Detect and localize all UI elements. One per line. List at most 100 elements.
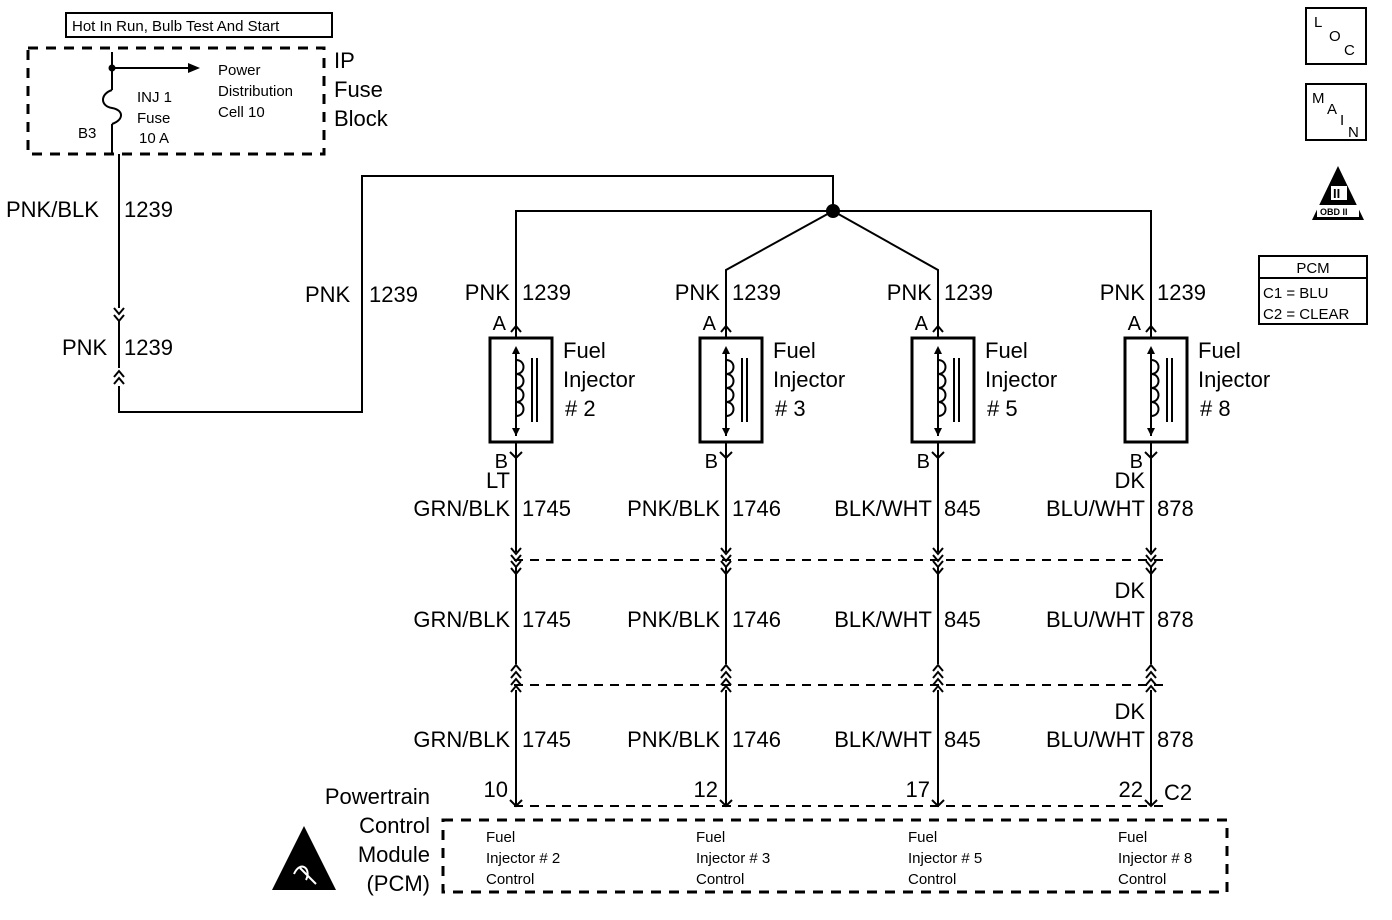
injector-name-2: Injector (773, 367, 845, 392)
injector-supply-circuit: 1239 (944, 280, 993, 305)
injector-name-3: # 2 (565, 396, 596, 421)
control-wire-circuit: 845 (944, 607, 981, 632)
control-wire-circuit: 878 (1157, 607, 1194, 632)
control-wire-color: BLK/WHT (834, 727, 932, 752)
connector-icon (720, 664, 732, 679)
obd-ii-icon[interactable]: II OBD II (1312, 166, 1364, 220)
control-wire-color: BLK/WHT (834, 607, 932, 632)
pcm-connector-label: C2 (1164, 780, 1192, 805)
svg-text:M: M (1312, 90, 1325, 107)
injector-pin-a: A (1128, 313, 1142, 335)
control-wire-color: BLK/WHT (834, 496, 932, 521)
pcm-pin-number: 12 (694, 777, 718, 802)
pcm-pin-number: 17 (906, 777, 930, 802)
control-wire-circuit: 1746 (732, 727, 781, 752)
pcm-pin-number: 10 (484, 777, 508, 802)
feed-w2-color: PNK (62, 335, 108, 360)
svg-text:II: II (1333, 186, 1340, 201)
pcm-frame (441, 818, 1229, 894)
injector-name-1: Fuel (773, 338, 816, 363)
pcm-label-2: Control (359, 813, 430, 838)
fuse-block-frame (26, 46, 326, 156)
power-label-2: Distribution (218, 83, 293, 100)
fuel-injector-body (1123, 336, 1189, 444)
feed-w1-color: PNK/BLK (6, 197, 99, 222)
control-wire-circuit: 878 (1157, 727, 1194, 752)
pin-b-connector-icon (719, 451, 733, 460)
feed-w3-color: PNK (305, 282, 351, 307)
feed-w1-circuit: 1239 (124, 197, 173, 222)
feed-w2-circuit: 1239 (124, 335, 173, 360)
injector-pin-a: A (915, 313, 929, 335)
injector-supply-color: PNK (1100, 280, 1146, 305)
loc-icon[interactable]: L O C (1305, 7, 1367, 65)
injector-name-3: # 3 (775, 396, 806, 421)
svg-text:A: A (1327, 101, 1337, 118)
connector-icon (113, 370, 125, 385)
control-wire-prefix: DK (1114, 699, 1145, 724)
pcm-pin-number: 22 (1119, 777, 1143, 802)
svg-text:N: N (1348, 124, 1359, 141)
svg-text:O: O (1329, 28, 1341, 45)
pcm-control-label-3: Control (1118, 871, 1166, 888)
control-wire-prefix: DK (1114, 468, 1145, 493)
injector-pin-b: B (917, 451, 930, 473)
injector-name-3: # 8 (1200, 396, 1231, 421)
injector-pin-b: B (1130, 451, 1143, 473)
pcm-control-label-1: Fuel (908, 829, 937, 846)
pcm-control-label-1: Fuel (696, 829, 725, 846)
fuel-injector-body (910, 336, 976, 444)
feed-w3-circuit: 1239 (369, 282, 418, 307)
injector-pin-a: A (493, 313, 507, 335)
pcm-control-label-2: Injector # 5 (908, 850, 982, 867)
solenoid-coil-icon (725, 359, 735, 417)
connector-icon (932, 664, 944, 679)
pin-b-connector-icon (931, 451, 945, 460)
pcm-label-4: (PCM) (366, 871, 430, 896)
control-wire-circuit: 845 (944, 727, 981, 752)
fuse-block-title-3: Block (334, 106, 389, 131)
solenoid-coil-icon (1150, 359, 1160, 417)
injector-name-1: Fuel (563, 338, 606, 363)
pcm-control-label-3: Control (908, 871, 956, 888)
injector-name-1: Fuel (1198, 338, 1241, 363)
injector-name-3: # 5 (987, 396, 1018, 421)
control-wire-circuit: 845 (944, 496, 981, 521)
pcm-legend: PCM C1 = BLU C2 = CLEAR (1258, 255, 1368, 325)
pcm-label-3: Module (358, 842, 430, 867)
pcm-control-label-2: Injector # 8 (1118, 850, 1192, 867)
control-wire-circuit: 1746 (732, 496, 781, 521)
control-wire-circuit: 1745 (522, 496, 571, 521)
injector-name-2: Injector (985, 367, 1057, 392)
power-arrow-icon (188, 63, 200, 73)
esd-warning-icon (272, 826, 336, 890)
injector-supply-circuit: 1239 (522, 280, 571, 305)
control-wire-color: BLU/WHT (1046, 496, 1145, 521)
pcm-control-label-2: Injector # 2 (486, 850, 560, 867)
header-box-frame (65, 12, 333, 38)
feed-wire-loop (118, 175, 834, 413)
pcm-control-label-3: Control (696, 871, 744, 888)
injector-pin-b: B (495, 451, 508, 473)
control-wire-color: PNK/BLK (627, 496, 720, 521)
fuse-icon (102, 89, 122, 125)
connector-icon (1145, 664, 1157, 679)
injector-supply-color: PNK (465, 280, 511, 305)
main-icon[interactable]: M A I N (1305, 83, 1367, 141)
pcm-control-label-1: Fuel (1118, 829, 1147, 846)
control-wire-prefix: DK (1114, 578, 1145, 603)
svg-text:I: I (1340, 112, 1344, 129)
fuse-label-3: 10 A (139, 130, 169, 147)
control-wire-circuit: 878 (1157, 496, 1194, 521)
control-wire-circuit: 1745 (522, 607, 571, 632)
pcm-legend-c2: C2 = CLEAR (1263, 306, 1349, 323)
pcm-pin-connector-icon (1144, 799, 1158, 808)
control-wire-color: PNK/BLK (627, 607, 720, 632)
injector-supply-circuit: 1239 (732, 280, 781, 305)
connector-icon (510, 664, 522, 679)
injector-name-1: Fuel (985, 338, 1028, 363)
pcm-legend-title: PCM (1296, 260, 1329, 277)
svg-text:OBD II: OBD II (1320, 207, 1348, 217)
